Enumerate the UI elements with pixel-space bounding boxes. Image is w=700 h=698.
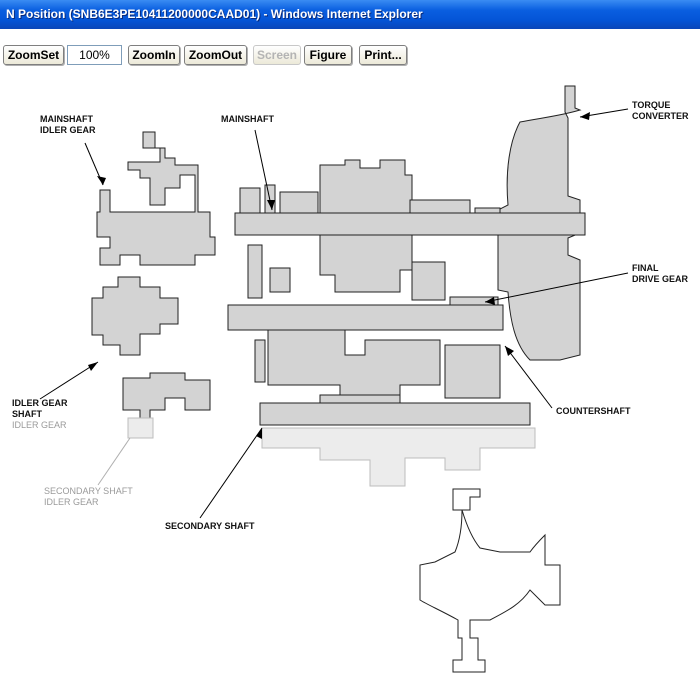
final-drive-shape bbox=[419, 488, 561, 673]
label-idler-gear-shaft: IDLER GEAR SHAFT bbox=[12, 398, 68, 419]
zoomout-button[interactable]: ZoomOut bbox=[184, 45, 247, 65]
countershaft-shape bbox=[227, 304, 504, 331]
leader-final-drive-gear bbox=[484, 272, 629, 303]
label-final-drive-gear: FINAL DRIVE GEAR bbox=[632, 263, 689, 284]
label-torque-converter: TORQUE CONVERTER bbox=[632, 100, 689, 121]
secondary-shaft-shape bbox=[259, 402, 531, 426]
transmission-cross-section bbox=[39, 85, 629, 673]
label-secondary-shaft-idler-gear: SECONDARY SHAFT IDLER GEAR bbox=[44, 486, 133, 507]
toolbar: ZoomSet 100% ZoomIn ZoomOut Screen Figur… bbox=[0, 29, 700, 78]
secondary-shaft-idler-gear-shape bbox=[127, 417, 154, 439]
mainshaft-shape bbox=[234, 212, 586, 236]
leader-idler-gear-shaft bbox=[39, 361, 99, 400]
label-idler-gear: IDLER GEAR bbox=[12, 420, 67, 430]
zoom-level-field[interactable]: 100% bbox=[67, 45, 122, 65]
idler-gear-shape bbox=[122, 372, 211, 419]
window-title-bar: N Position (SNB6E3PE10411200000CAAD01) -… bbox=[0, 0, 700, 29]
screen-button: Screen bbox=[253, 45, 301, 65]
zoomset-button[interactable]: ZoomSet bbox=[3, 45, 64, 65]
leader-mainshaft bbox=[254, 129, 273, 211]
window-title: N Position (SNB6E3PE10411200000CAAD01) -… bbox=[6, 7, 423, 21]
zoomin-button[interactable]: ZoomIn bbox=[128, 45, 180, 65]
leader-countershaft bbox=[504, 345, 553, 409]
mainshaft-gears bbox=[319, 159, 413, 214]
figure-button[interactable]: Figure bbox=[304, 45, 352, 65]
label-countershaft: COUNTERSHAFT bbox=[556, 406, 631, 416]
countershaft-gears bbox=[267, 329, 441, 396]
transmission-diagram: MAINSHAFT IDLER GEAR MAINSHAFT TORQUE CO… bbox=[0, 78, 700, 693]
label-secondary-shaft: SECONDARY SHAFT bbox=[165, 521, 255, 531]
mainshaft-idler-gear-shape bbox=[96, 131, 216, 266]
print-button[interactable]: Print... bbox=[359, 45, 407, 65]
label-mainshaft: MAINSHAFT bbox=[221, 114, 274, 124]
mainshaft-lower-gears bbox=[319, 234, 413, 293]
idler-gear-shaft-shape bbox=[91, 276, 179, 356]
label-mainshaft-idler-gear: MAINSHAFT IDLER GEAR bbox=[40, 114, 96, 135]
leader-secondary-shaft-idler-gear bbox=[97, 437, 131, 486]
leader-secondary-shaft bbox=[199, 427, 263, 519]
